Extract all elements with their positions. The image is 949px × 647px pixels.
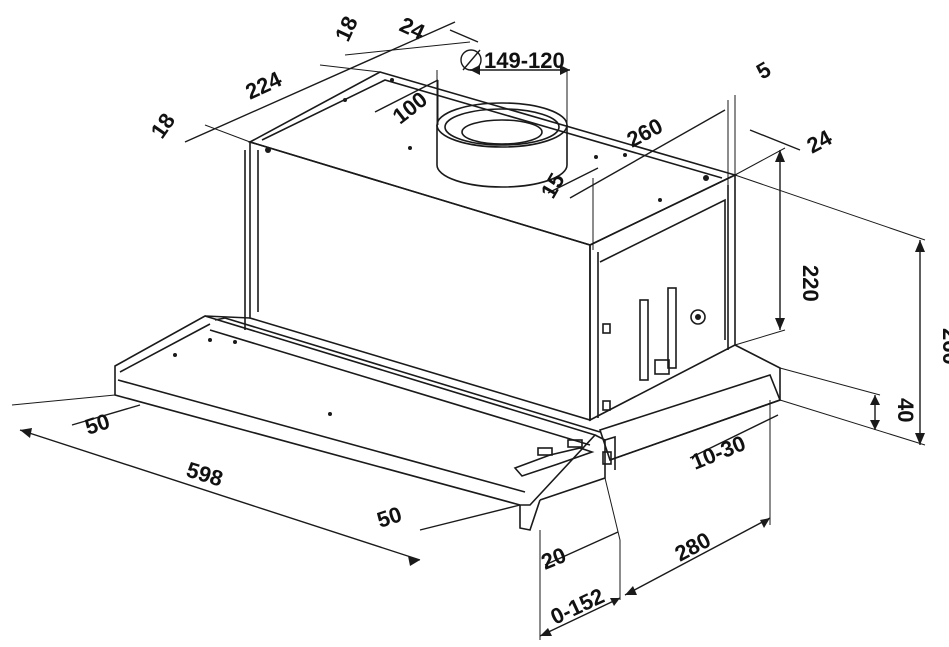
dimension-lines — [11, 21, 926, 640]
label-right-24: 24 — [803, 124, 837, 158]
lower-chassis — [114, 315, 782, 531]
label-dim-20: 20 — [538, 542, 570, 574]
label-front-50-left: 50 — [82, 408, 113, 439]
top-plate — [247, 71, 738, 246]
label-duct-diameter: 149-120 — [484, 48, 565, 73]
label-top-24: 24 — [396, 12, 429, 45]
dimension-labels: 24 18 224 18 149-120 100 260 5 24 15 220… — [82, 12, 949, 630]
label-width-598: 598 — [184, 457, 226, 492]
right-side-panel — [589, 173, 736, 422]
label-height-40: 40 — [893, 398, 918, 422]
label-height-260: 260 — [938, 328, 949, 365]
label-dim-15: 15 — [536, 169, 570, 203]
diameter-symbol — [460, 49, 482, 71]
hood-body — [244, 71, 738, 422]
label-slide-0-152: 0-152 — [547, 583, 609, 629]
arrowheads — [20, 65, 925, 636]
label-depth-280: 280 — [671, 527, 715, 566]
screw-hole — [690, 309, 706, 325]
label-top-224: 224 — [242, 66, 287, 104]
label-height-220: 220 — [798, 265, 823, 302]
label-right-5: 5 — [752, 57, 775, 85]
label-top-18-right: 18 — [330, 12, 363, 45]
label-front-50-bottom: 50 — [374, 501, 405, 532]
label-duct-100: 100 — [388, 87, 432, 129]
top-plate-rim — [261, 79, 723, 179]
label-top-18-left: 18 — [146, 108, 181, 142]
label-depth-10-30: 10-30 — [688, 430, 750, 474]
